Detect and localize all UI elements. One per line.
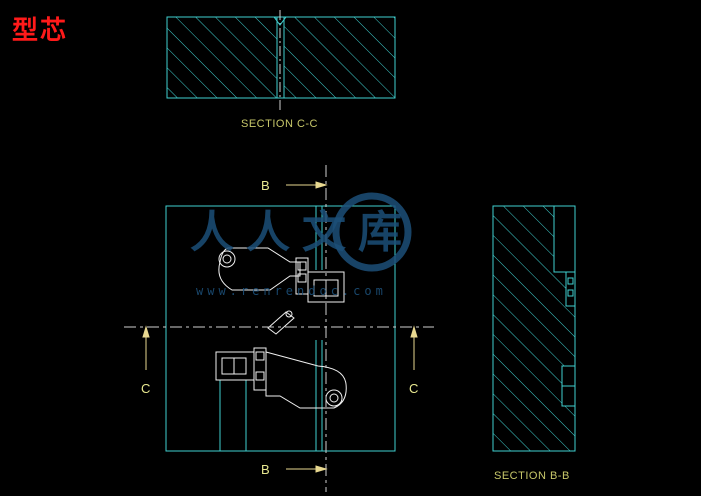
lower-lifter-part: [215, 347, 347, 409]
section-bb-label: SECTION B-B: [494, 470, 570, 482]
section-cc-view: [166, 10, 396, 110]
section-b-arrows: [286, 181, 328, 473]
cut-label-c-right: C: [409, 381, 419, 396]
cut-label-c-left: C: [141, 381, 151, 396]
diagonal-pin: [267, 310, 295, 335]
cut-label-b-bottom: B: [261, 462, 270, 477]
section-cc-label: SECTION C-C: [241, 118, 318, 130]
section-c-arrows: [142, 325, 418, 370]
cut-label-b-top: B: [261, 178, 270, 193]
watermark-logo-text: 人人文库: [190, 207, 414, 258]
watermark-url: www.renrendoc.com: [196, 284, 387, 298]
drawing-title: 型芯: [12, 16, 69, 46]
section-bb-view: [492, 205, 576, 452]
watermark-emblem: [332, 192, 412, 272]
core-plan-view: [124, 165, 434, 492]
